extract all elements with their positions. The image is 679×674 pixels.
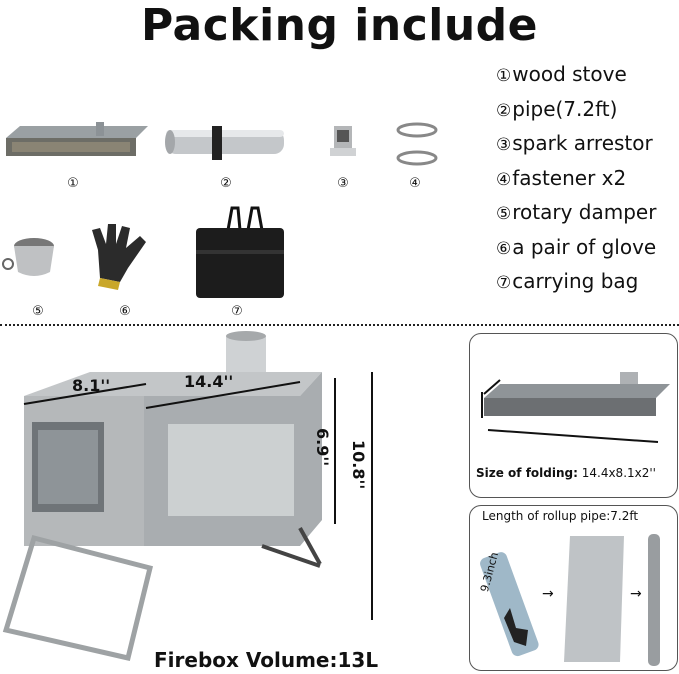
list-item: ⑥a pair of glove — [496, 234, 657, 259]
photo-label: ⑤ — [32, 304, 44, 319]
photo-label: ② — [220, 176, 232, 191]
product-thumbnails — [2, 122, 438, 298]
photo-label: ① — [67, 176, 79, 191]
pipe-length: Length of rollup pipe:7.2ft — [482, 509, 639, 523]
rolled-pipe-image — [165, 126, 284, 160]
list-item: ①wood stove — [496, 62, 627, 86]
photo-label: ⑦ — [231, 304, 243, 319]
pipe-panel: → → — [469, 505, 678, 671]
photo-label: ④ — [409, 176, 421, 191]
page-title: Packing include — [140, 0, 539, 51]
photo-label: ⑥ — [119, 304, 131, 319]
packing-list: ①wood stove ②pipe(7.2ft) ③spark arrestor… — [496, 60, 679, 302]
glove-image — [92, 224, 146, 290]
carrying-bag-image — [196, 206, 284, 298]
svg-text:→: → — [542, 586, 554, 602]
list-item: ⑦carrying bag — [496, 269, 639, 293]
list-item: ⑤rotary damper — [496, 200, 657, 224]
depth-dimension: 8.1'' — [72, 376, 111, 395]
photo-label: ③ — [337, 176, 349, 191]
svg-text:→: → — [630, 586, 642, 602]
firebox-volume: Firebox Volume:13L — [154, 648, 379, 672]
section-divider — [0, 324, 679, 326]
stove-illustration — [2, 331, 373, 661]
folded-stove-image — [481, 372, 670, 443]
height-total-dimension: 10.8'' — [349, 440, 368, 490]
folded-stove-image — [6, 122, 148, 156]
folding-panel — [469, 333, 678, 498]
list-item: ②pipe(7.2ft) — [496, 96, 618, 121]
rotary-damper-image — [2, 238, 54, 276]
list-item: ④fastener x2 — [496, 165, 627, 190]
spark-arrestor-image — [330, 126, 356, 156]
list-item: ③spark arrestor — [496, 131, 653, 155]
rollup-pipe-image: → → — [480, 534, 660, 666]
width-dimension: 14.4'' — [184, 372, 234, 391]
fastener-image — [396, 122, 438, 166]
height-body-dimension: 6.9'' — [313, 428, 332, 467]
folding-size: Size of folding: 14.4x8.1x2'' — [476, 466, 656, 480]
